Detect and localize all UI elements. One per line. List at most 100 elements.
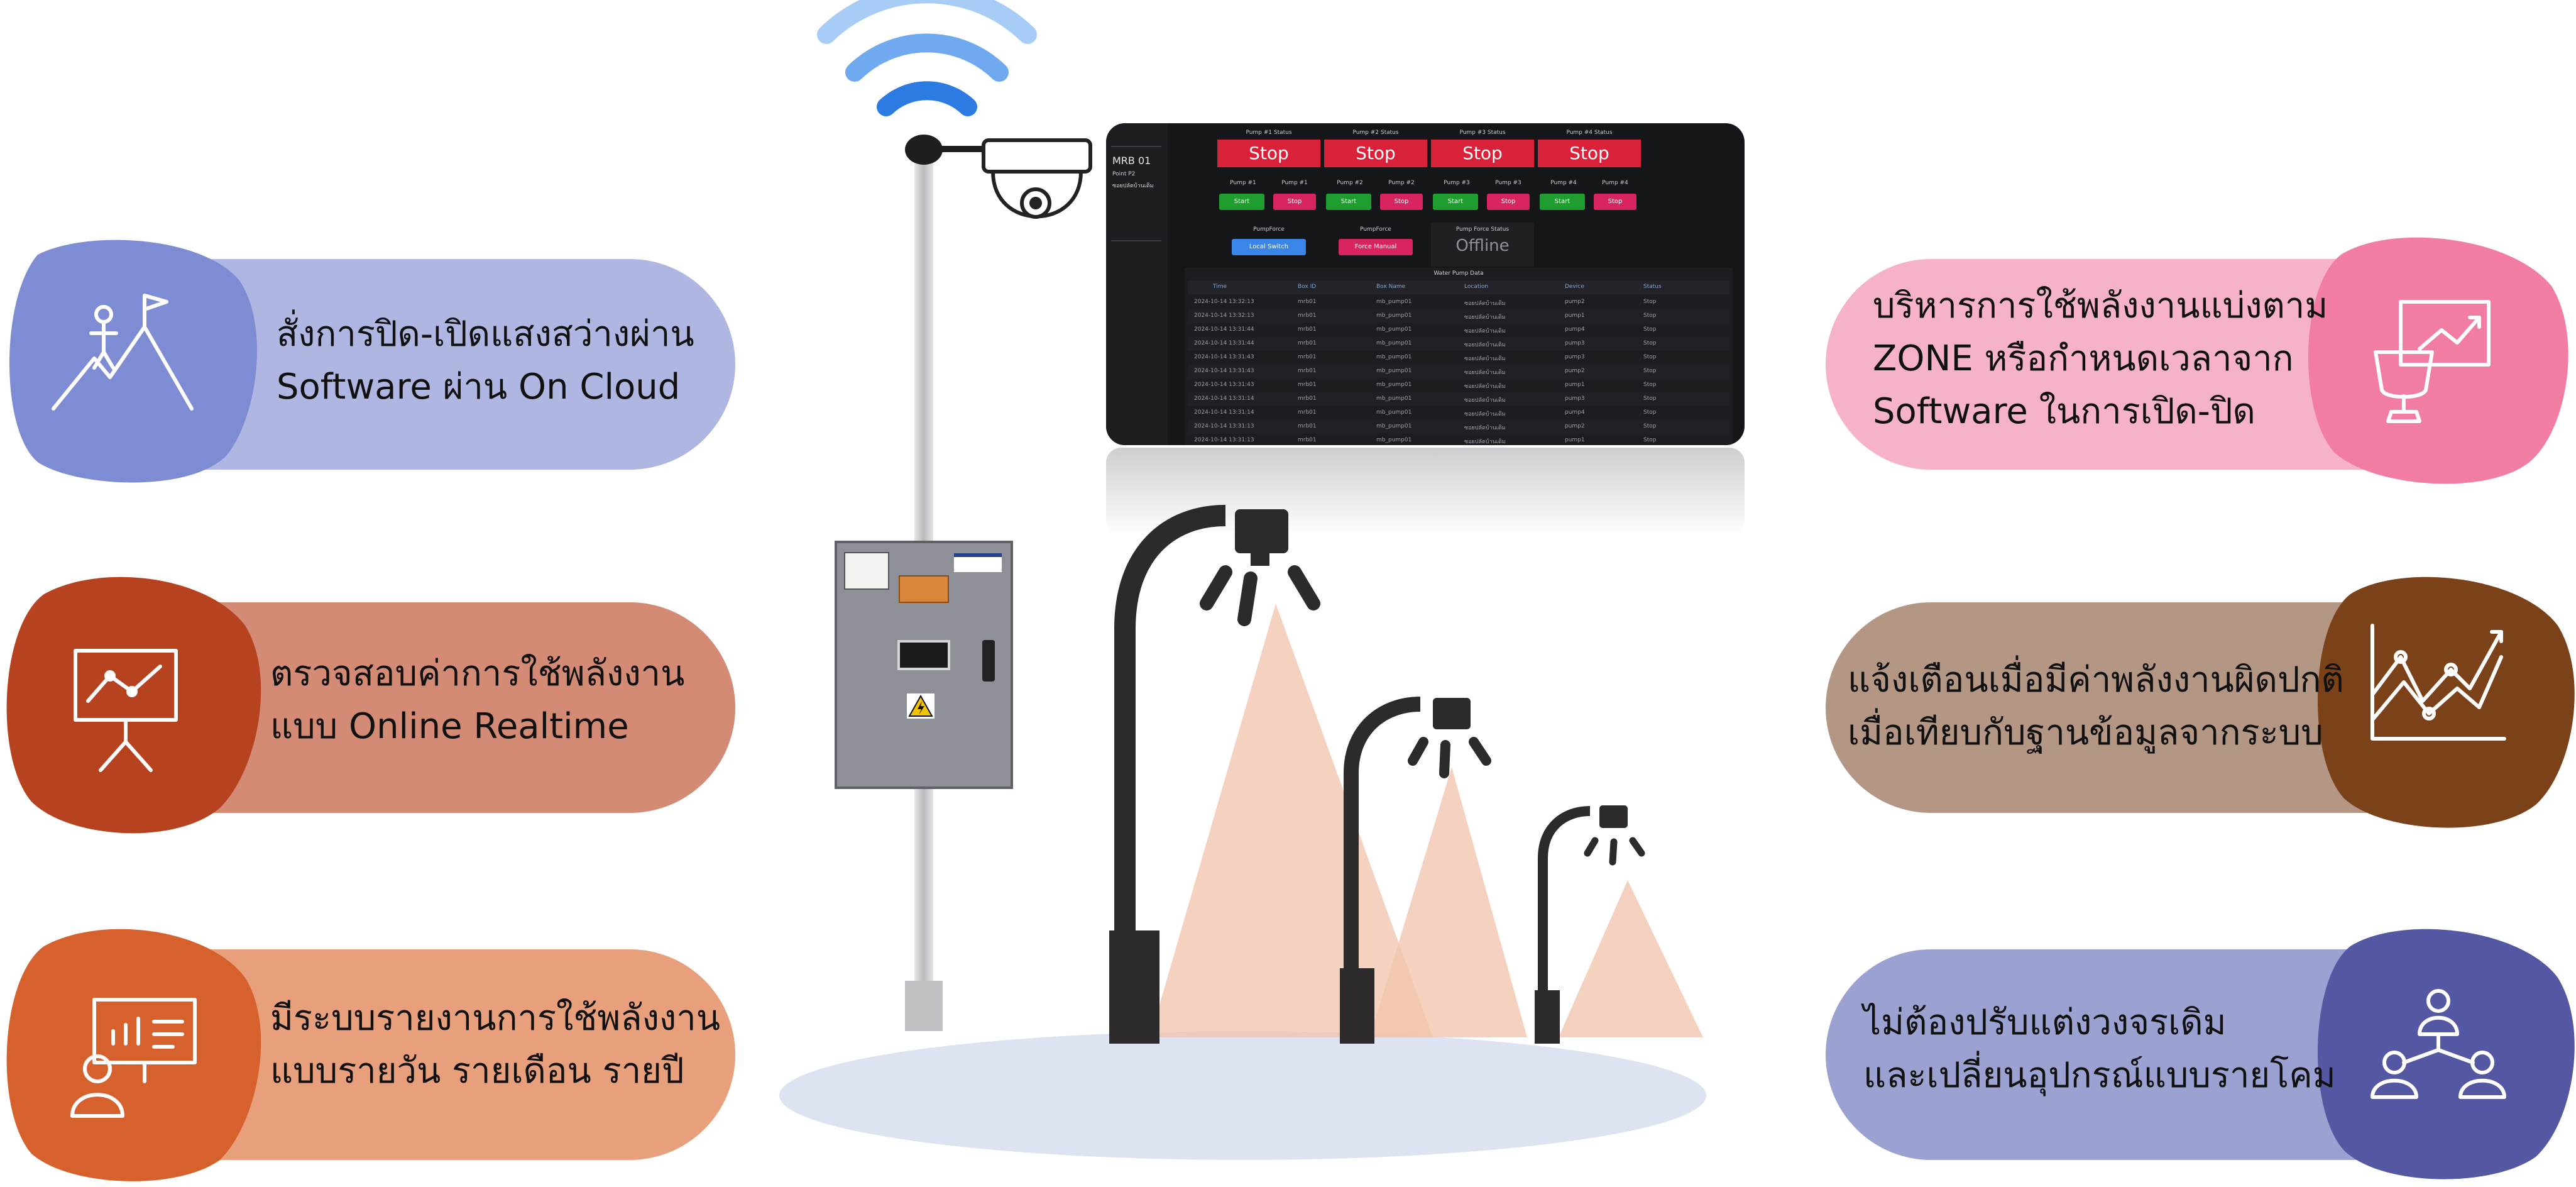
local-switch-button[interactable]: Local Switch	[1232, 239, 1306, 255]
table-cell: mrb01	[1298, 437, 1317, 443]
cabinet-label-blue	[954, 553, 1002, 572]
table-cell: mb_pump01	[1376, 409, 1412, 416]
table-cell: mb_pump01	[1376, 368, 1412, 374]
table-cell: 2024-10-14 13:32:13	[1194, 312, 1254, 319]
table-cell: mrb01	[1298, 382, 1317, 388]
table-cell: ซอยปลัดบ้านเดิม	[1464, 356, 1506, 362]
feature-text-zone: บริหารการใช้พลังงานแบ่งตาม ZONE หรือกำหน…	[1873, 280, 2328, 438]
feature-line: Software ผ่าน On Cloud	[277, 367, 681, 407]
pump4-stop-button[interactable]: Stop	[1594, 194, 1636, 210]
feature-line: ZONE หรือกำหนดเวลาจาก	[1873, 338, 2294, 379]
pump2-status: Stop	[1324, 140, 1427, 167]
table-cell: mb_pump01	[1376, 326, 1412, 333]
table-cell: ซอยปลัดบ้านเดิม	[1464, 425, 1506, 431]
pump2-stop-button[interactable]: Stop	[1380, 194, 1423, 210]
table-cell: pump2	[1565, 299, 1585, 305]
table-cell: 2024-10-14 13:31:43	[1194, 382, 1254, 388]
table-cell: Stop	[1643, 423, 1657, 429]
pump3-control-label: Pump #3	[1495, 180, 1521, 186]
line-chart-icon	[2370, 624, 2506, 741]
force-status-panel	[1431, 223, 1534, 267]
table-cell: ซอยปลัดบ้านเดิม	[1464, 397, 1506, 404]
feature-line: ตรวจสอบค่าการใช้พลังงาน	[270, 653, 685, 694]
feature-text-report: มีระบบรายงานการใช้พลังงาน แบบรายวัน รายเ…	[270, 992, 720, 1098]
col-device[interactable]: Device	[1565, 284, 1584, 290]
cabinet-label-orange	[899, 575, 949, 603]
light-cones	[1150, 604, 1703, 1037]
pump4-control-label: Pump #4	[1602, 180, 1628, 186]
presenter-icon	[70, 998, 197, 1118]
table-cell: 2024-10-14 13:31:13	[1194, 437, 1254, 443]
force-manual-button[interactable]: Force Manual	[1339, 239, 1413, 255]
table-cell: mb_pump01	[1376, 354, 1412, 360]
table-row: 2024-10-14 13:31:13 mrb01 mb_pump01 ซอยปลัด…	[1188, 434, 1729, 445]
team-network-icon	[2370, 989, 2506, 1099]
table-cell: mb_pump01	[1376, 299, 1412, 305]
table-cell: pump4	[1565, 409, 1585, 416]
feature-blob-alert	[2317, 577, 2575, 828]
table-cell: Stop	[1643, 340, 1657, 346]
table-cell: Stop	[1643, 354, 1657, 360]
pumpforce-label: PumpForce	[1253, 226, 1285, 233]
dashboard-reflection	[1106, 448, 1745, 536]
pump1-control-label: Pump #1	[1281, 180, 1308, 186]
table-cell: Stop	[1643, 312, 1657, 319]
table-cell: mb_pump01	[1376, 437, 1412, 443]
pole-base	[905, 981, 943, 1031]
cabinet-handle	[982, 640, 995, 682]
table-cell: pump2	[1565, 423, 1585, 429]
col-location[interactable]: Location	[1464, 284, 1489, 290]
pump3-start-button[interactable]: Start	[1433, 194, 1478, 210]
cabinet-label-white	[844, 552, 889, 590]
table-cell: Stop	[1643, 326, 1657, 333]
camera-arm	[936, 146, 987, 152]
table-cell: ซอยปลัดบ้านเดิม	[1464, 439, 1506, 445]
pump1-stop-button[interactable]: Stop	[1273, 194, 1316, 210]
street-lamp-large	[1109, 505, 1320, 1044]
table-cell: ซอยปลัดบ้านเดิม	[1464, 314, 1506, 321]
table-cell: ซอยปลัดบ้านเดิม	[1464, 411, 1506, 417]
table-cell: mrb01	[1298, 326, 1317, 333]
security-camera-icon	[982, 138, 1092, 219]
feature-blob-cloud	[9, 240, 257, 483]
table-cell: mb_pump01	[1376, 423, 1412, 429]
table-cell: ซอยปลัดบ้านเดิม	[1464, 328, 1506, 334]
sidebar-title[interactable]: MRB 01	[1112, 155, 1151, 167]
col-time[interactable]: Time	[1213, 284, 1227, 290]
pump1-status-label: Pump #1 Status	[1246, 130, 1292, 136]
table-cell: mb_pump01	[1376, 340, 1412, 346]
col-status[interactable]: Status	[1643, 284, 1662, 290]
col-box-name[interactable]: Box Name	[1376, 284, 1406, 290]
table-cell: Stop	[1643, 382, 1657, 388]
table-cell: 2024-10-14 13:31:14	[1194, 395, 1254, 402]
pump4-status: Stop	[1538, 140, 1641, 167]
cabinet-meter	[897, 640, 950, 670]
table-cell: pump1	[1565, 382, 1585, 388]
col-box-id[interactable]: Box ID	[1298, 284, 1317, 290]
table-header: Time Box ID Box Name Location Device Sta…	[1188, 280, 1729, 294]
table-cell: mrb01	[1298, 354, 1317, 360]
pump3-stop-button[interactable]: Stop	[1487, 194, 1530, 210]
sidebar-sub2: ซอยปลัดบ้านเดิม	[1112, 183, 1154, 189]
table-cell: ซอยปลัดบ้านเดิม	[1464, 301, 1506, 307]
feature-line: แจ้งเตือนเมื่อมีค่าพลังงานผิดปกติ	[1848, 660, 2344, 700]
pump2-start-button[interactable]: Start	[1326, 194, 1371, 210]
pump4-start-button[interactable]: Start	[1540, 194, 1585, 210]
pump-dashboard: MRB 01 Point P2 ซอยปลัดบ้านเดิม Pump #1 …	[1106, 123, 1745, 445]
table-cell: 2024-10-14 13:31:13	[1194, 423, 1254, 429]
table-cell: Stop	[1643, 368, 1657, 374]
feature-blob-zone	[2308, 237, 2568, 484]
feature-line: สั่งการปิด-เปิดแสงสว่างผ่าน	[277, 314, 694, 355]
feature-line: Software ในการเปิด-ปิด	[1873, 391, 2255, 432]
feature-text-alert: แจ้งเตือนเมื่อมีค่าพลังงานผิดปกติ เมื่อเ…	[1848, 654, 2344, 759]
pump1-start-button[interactable]: Start	[1219, 194, 1264, 210]
table-cell: 2024-10-14 13:31:14	[1194, 409, 1254, 416]
trophy-growth-icon	[2374, 300, 2491, 423]
force-status-label: Pump Force Status	[1455, 226, 1510, 233]
table-cell: ซอยปลัดบ้านเดิม	[1464, 342, 1506, 348]
